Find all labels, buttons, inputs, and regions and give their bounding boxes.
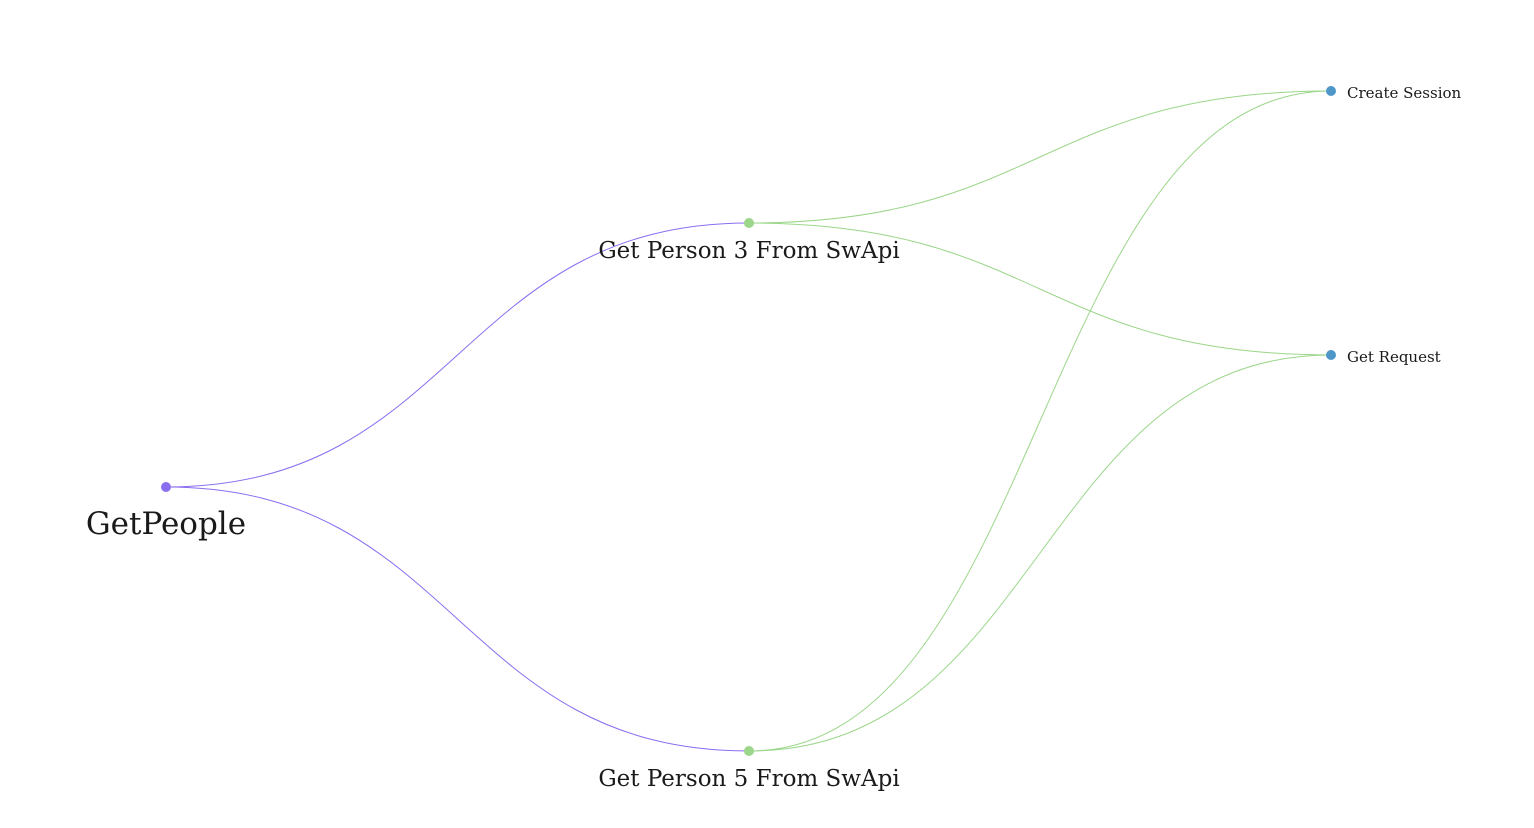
node-create-session[interactable]: Create Session — [1326, 84, 1462, 102]
node-person5-label: Get Person 5 From SwApi — [598, 766, 899, 792]
graph-edges — [165, 90, 1332, 752]
edge-person3-to-create-session — [748, 90, 1332, 224]
node-person3[interactable]: Get Person 3 From SwApi — [598, 218, 900, 264]
node-getpeople-label: GetPeople — [86, 506, 246, 542]
node-get-request-dot[interactable] — [1326, 350, 1336, 360]
node-create-session-label: Create Session — [1347, 84, 1462, 102]
node-person5-dot[interactable] — [744, 746, 754, 756]
edge-getpeople-to-person3 — [165, 222, 750, 488]
edge-person5-to-get-request — [748, 354, 1332, 752]
node-create-session-dot[interactable] — [1326, 86, 1336, 96]
edge-person5-to-create-session — [748, 90, 1332, 752]
edge-getpeople-to-person5 — [165, 486, 750, 752]
node-person3-dot[interactable] — [744, 218, 754, 228]
node-get-request[interactable]: Get Request — [1326, 348, 1441, 366]
node-getpeople[interactable]: GetPeople — [86, 482, 246, 542]
node-getpeople-dot[interactable] — [161, 482, 171, 492]
node-person3-label: Get Person 3 From SwApi — [598, 238, 899, 264]
node-get-request-label: Get Request — [1347, 348, 1441, 366]
edge-person3-to-get-request — [748, 222, 1332, 356]
node-person5[interactable]: Get Person 5 From SwApi — [598, 746, 900, 792]
